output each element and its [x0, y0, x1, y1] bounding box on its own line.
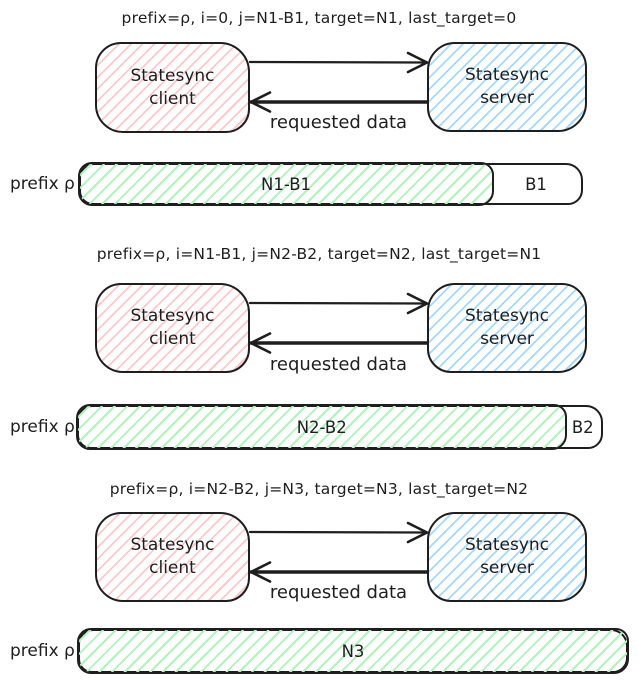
synced-range-label: N2-B2 — [296, 417, 347, 437]
server-label-line1: Statesync — [464, 65, 550, 86]
arrowhead-left-icon — [249, 332, 272, 354]
synced-range-segment: N3 — [77, 628, 629, 674]
server-label-line1: Statesync — [464, 306, 550, 327]
client-label-line1: Statesync — [130, 306, 215, 327]
request-response-arrows — [248, 292, 429, 354]
requested-data-label: requested data — [269, 582, 408, 603]
requested-data-label: requested data — [269, 354, 408, 375]
synced-range-label: N1-B1 — [260, 174, 312, 194]
arrowhead-right-icon — [406, 292, 429, 315]
remaining-range-label: B1 — [525, 174, 547, 194]
request-response-arrows — [248, 521, 429, 583]
sync-progress-bar: N2-B2 B2 — [76, 404, 603, 450]
client-label-line2: client — [149, 88, 196, 109]
client-label-line2: client — [149, 329, 196, 349]
statesync-server-box: Statesync server — [427, 512, 587, 602]
statesync-server-box: Statesync server — [427, 283, 587, 373]
server-label-line2: server — [480, 558, 534, 578]
synced-range-segment: N2-B2 — [76, 404, 568, 450]
client-label-line1: Statesync — [130, 65, 215, 86]
server-label-line2: server — [480, 329, 534, 349]
prefix-rho-label: prefix ρ — [10, 174, 75, 194]
synced-range-label: N3 — [341, 641, 365, 661]
statesync-client-box: Statesync client — [95, 283, 250, 373]
arrowhead-right-icon — [406, 521, 429, 544]
statesync-client-box: Statesync client — [95, 512, 250, 602]
statesync-client-box: Statesync client — [95, 42, 250, 133]
prefix-rho-label: prefix ρ — [10, 417, 75, 437]
round-2-params-title: prefix=ρ, i=N1-B1, j=N2-B2, target=N2, l… — [96, 245, 542, 263]
arrowhead-left-icon — [249, 561, 272, 583]
sync-progress-bar: N3 — [77, 628, 629, 674]
client-label-line2: client — [149, 558, 196, 578]
server-label-line1: Statesync — [464, 535, 550, 556]
arrowhead-right-icon — [406, 51, 429, 74]
round-1-params-title: prefix=ρ, i=0, j=N1-B1, target=N1, last_… — [121, 9, 517, 27]
round-3-params-title: prefix=ρ, i=N2-B2, j=N3, target=N3, last… — [109, 480, 529, 498]
synced-range-segment: N1-B1 — [78, 162, 494, 206]
client-label-line1: Statesync — [130, 535, 215, 556]
request-response-arrows — [248, 51, 429, 113]
server-label-line2: server — [480, 88, 534, 108]
sync-progress-bar: N1-B1 B1 — [78, 162, 583, 206]
remaining-range-label: B2 — [571, 417, 594, 437]
requested-data-label: requested data — [269, 112, 408, 133]
arrowhead-left-icon — [249, 91, 272, 113]
prefix-rho-label: prefix ρ — [10, 641, 75, 661]
statesync-server-box: Statesync server — [427, 42, 587, 132]
